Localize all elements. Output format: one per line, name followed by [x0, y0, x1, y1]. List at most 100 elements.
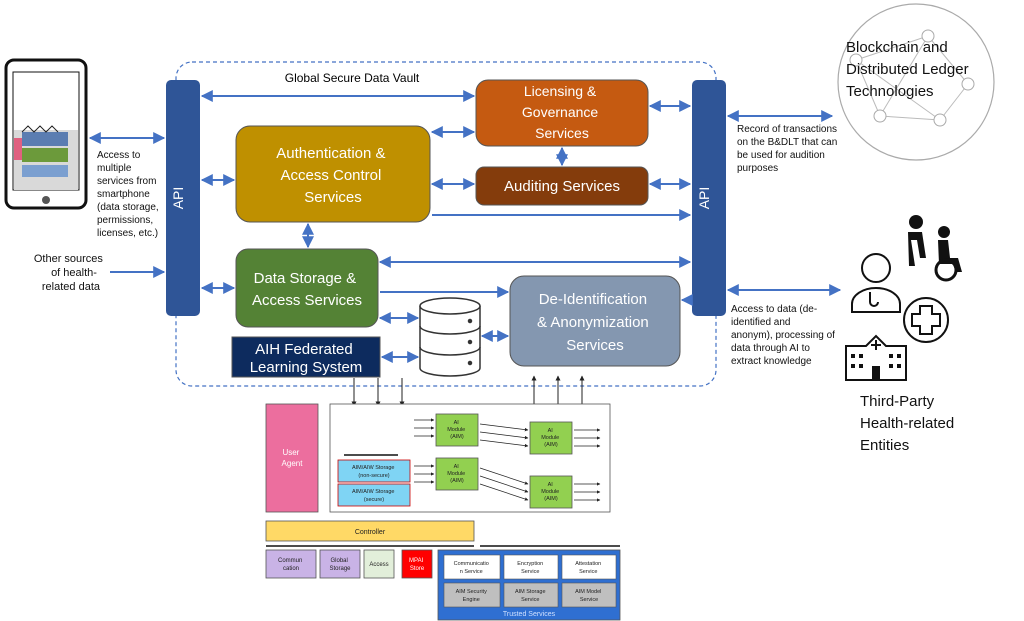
ts-sec-2: Engine [463, 597, 480, 603]
note-other-sources-3: related data [42, 281, 101, 293]
wheelchair-icon [908, 215, 962, 282]
ts-comm-1: Communicatio [454, 561, 489, 567]
note-thirdparty-3: anonym), processing of [731, 330, 835, 341]
ts-enc-2: Service [521, 569, 539, 575]
svg-text:Record of transactions on: Record of transactions on the B&DLT that… [737, 124, 840, 174]
svg-text:Data Storage & Access Se: Data Storage & Access Services [252, 270, 362, 309]
hospital-icon [845, 334, 907, 381]
note-smartphone-7: licenses, etc.) [97, 228, 158, 239]
svg-text:AIH Federated Learning S: AIH Federated Learning System [250, 341, 363, 376]
svg-text:De-Identification & Anon: De-Identification & Anonymization Servic… [537, 291, 653, 354]
aim-3-line-3: (AIM) [450, 478, 464, 484]
svg-text:Communicatio n Service: Communicatio n Service Encryption Servic… [454, 561, 603, 603]
auditing-box: Auditing Services [475, 166, 649, 206]
aim-1-line-1: AI [454, 420, 460, 426]
connection-arrows [88, 90, 842, 363]
note-blockchain-1: Record of transactions [737, 124, 837, 135]
trusted-services-label: Trusted Services [503, 611, 556, 618]
vault-title: Global Secure Data Vault [285, 71, 420, 85]
aim-3-line-2: Module [447, 471, 465, 477]
mpai-store-line-2: Store [410, 566, 425, 572]
svg-text:Access to data (de- identi: Access to data (de- identified and anony… [731, 304, 838, 367]
svg-text:Third-Party Health-related: Third-Party Health-related Entities [860, 393, 958, 454]
global-storage-line-2: Storage [329, 566, 351, 572]
aim-module-2: AI Module (AIM) [529, 421, 573, 455]
deid-line-2: & Anonymization [537, 314, 649, 331]
aim-3-line-1: AI [454, 464, 460, 470]
note-other-sources-2: of health- [51, 267, 97, 279]
deid-line-1: De-Identification [539, 291, 647, 308]
svg-text:Commun cation: Commun cation [278, 558, 304, 572]
licensing-line-1: Licensing & [524, 83, 597, 99]
federated-learning-box: AIH Federated Learning System [231, 336, 381, 378]
ts-att-1: Attestation [575, 561, 601, 567]
svg-text:AIM/AIW Storage (secure): AIM/AIW Storage (secure) [352, 489, 396, 503]
api-right-label: API [696, 187, 712, 210]
global-storage-box [319, 549, 361, 579]
auth-line-1: Authentication & [276, 145, 385, 162]
database-icon [419, 297, 481, 377]
svg-text:AI Module (AIM): AI Module (AIM) [541, 482, 561, 502]
note-smartphone-1: Access to [97, 150, 141, 161]
aim-arrows [414, 418, 601, 502]
svg-text:MPAI Store: MPAI Store [409, 558, 425, 572]
communication-box [265, 549, 317, 579]
auth-line-3: Services [304, 189, 362, 206]
licensing-line-3: Services [535, 125, 589, 141]
ts-comm-2: n Service [460, 569, 483, 575]
federated-line-2: Learning System [250, 359, 363, 376]
licensing-governance-box: Licensing & Governance Services [475, 79, 649, 147]
svg-text:AIM/AIW Storage (non-secur: AIM/AIW Storage (non-secure) [352, 465, 396, 479]
global-storage-line-1: Global [330, 558, 347, 564]
controller-label: Controller [355, 529, 386, 536]
ts-model-1: AIM Model [575, 589, 601, 595]
note-blockchain-2: on the B&DLT that can [737, 137, 837, 148]
access-label: Access [369, 562, 388, 568]
note-smartphone-2: multiple [97, 163, 132, 174]
auth-line-2: Access Control [280, 167, 381, 184]
mpai-input-arrows [351, 375, 585, 407]
user-agent-line-2: Agent [282, 459, 304, 468]
aim-2-line-3: (AIM) [544, 442, 558, 448]
aim-module-4: AI Module (AIM) [529, 475, 573, 509]
ts-enc-1: Encryption [517, 561, 543, 567]
blockchain-line-3: Technologies [846, 83, 934, 100]
note-smartphone-4: smartphone [97, 189, 150, 200]
aiw-storage-nonsecure [337, 459, 411, 483]
note-thirdparty-4: data through AI to [731, 343, 810, 354]
api-left: API [166, 80, 200, 316]
ts-stor-1: AIM Storage [515, 589, 546, 595]
communication-line-1: Commun [278, 558, 302, 564]
user-agent-line-1: User [282, 448, 299, 457]
aim-2-line-1: AI [548, 428, 554, 434]
third-party-line-3: Entities [860, 437, 909, 454]
data-storage-box: Data Storage & Access Services [235, 248, 379, 328]
storage-secure-line-2: (secure) [364, 497, 384, 503]
ts-att-2: Service [579, 569, 597, 575]
deid-line-3: Services [566, 337, 624, 354]
aim-module-3: AI Module (AIM) [435, 457, 479, 491]
ts-model-2: Service [580, 597, 598, 603]
ts-sec-1: AIM Security [456, 589, 487, 595]
api-left-label: API [170, 187, 186, 210]
communication-line-2: cation [283, 566, 299, 572]
svg-text:Authentication & Access: Authentication & Access Control Services [276, 145, 389, 206]
aiw-storage-secure [337, 483, 411, 507]
third-party-line-2: Health-related [860, 415, 954, 432]
svg-text:User Agent: User Agent [282, 448, 304, 468]
blockchain-line-2: Distributed Ledger [846, 61, 969, 78]
svg-text:Access to multiple ser: Access to multiple services from smartph… [97, 150, 162, 239]
mpai-store-line-1: MPAI [409, 558, 424, 564]
note-smartphone-5: (data storage, [97, 202, 159, 213]
storage-line-1: Data Storage & [254, 270, 357, 287]
storage-line-2: Access Services [252, 292, 362, 309]
aim-4-line-1: AI [548, 482, 554, 488]
auth-access-box: Authentication & Access Control Services [235, 125, 431, 223]
aim-4-line-3: (AIM) [544, 496, 558, 502]
auditing-label: Auditing Services [504, 178, 620, 195]
note-smartphone-3: services from [97, 176, 156, 187]
deidentification-box: De-Identification & Anonymization Servic… [509, 275, 681, 367]
aim-1-line-3: (AIM) [450, 434, 464, 440]
note-thirdparty-1: Access to data (de- [731, 304, 817, 315]
